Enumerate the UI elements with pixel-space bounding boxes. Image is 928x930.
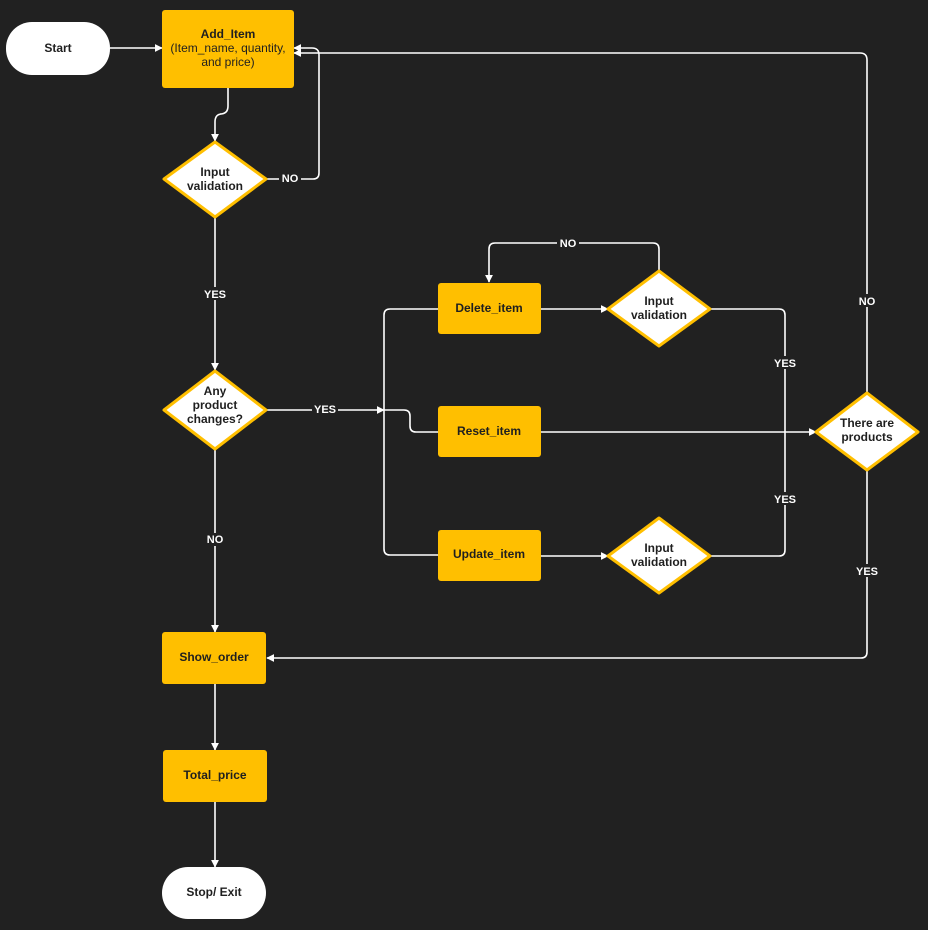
add-item-detail-1: (Item_name, quantity, xyxy=(170,41,285,55)
edge-validation1-no-loop xyxy=(266,44,320,180)
changes-line-2: product xyxy=(193,398,238,412)
reset-item-node[interactable]: Reset_item xyxy=(438,406,541,457)
edge-labels: NO YES YES NO NO YES YES NO YES xyxy=(202,172,881,578)
total-price-node[interactable]: Total_price xyxy=(163,750,267,802)
add-item-detail-2: and price) xyxy=(201,55,254,69)
show-order-label: Show_order xyxy=(179,650,249,664)
show-order-node[interactable]: Show_order xyxy=(162,632,266,684)
validation-1-line-2: validation xyxy=(187,179,243,193)
edge-add-item-to-validation1 xyxy=(211,88,229,142)
label-validation2-no: NO xyxy=(560,238,577,250)
reset-item-label: Reset_item xyxy=(457,424,521,438)
any-product-changes-node[interactable]: Any product changes? xyxy=(162,369,268,451)
changes-line-1: Any xyxy=(204,384,227,398)
label-products-no: NO xyxy=(859,296,876,308)
label-validation1-no: NO xyxy=(282,173,299,185)
update-item-node[interactable]: Update_item xyxy=(438,530,541,581)
label-products-yes: YES xyxy=(856,566,878,578)
update-item-label: Update_item xyxy=(453,547,525,561)
validation-2-line-1: Input xyxy=(644,294,673,308)
products-line-2: products xyxy=(841,430,893,444)
edges xyxy=(110,44,868,868)
there-are-products-node[interactable]: There are products xyxy=(814,391,920,472)
label-validation3-yes: YES xyxy=(774,494,796,506)
edge-branch-to-reset xyxy=(384,409,438,433)
edge-validation3-yes xyxy=(710,432,786,557)
add-item-title: Add_Item xyxy=(201,27,256,41)
nodes: Start Add_Item (Item_name, quantity, and… xyxy=(6,10,920,919)
edge-validation2-yes xyxy=(710,308,786,432)
delete-item-node[interactable]: Delete_item xyxy=(438,283,541,334)
validation-3-line-2: validation xyxy=(631,555,687,569)
products-line-1: There are xyxy=(840,416,894,430)
start-label: Start xyxy=(44,41,71,55)
stop-node[interactable]: Stop/ Exit xyxy=(162,867,266,919)
validation-2-line-2: validation xyxy=(631,308,687,322)
start-node[interactable]: Start xyxy=(6,22,110,75)
label-validation2-yes: YES xyxy=(774,358,796,370)
label-validation1-yes: YES xyxy=(204,289,226,301)
input-validation-3-node[interactable]: Input validation xyxy=(606,516,712,595)
add-item-node[interactable]: Add_Item (Item_name, quantity, and price… xyxy=(162,10,294,88)
label-changes-no: NO xyxy=(207,534,224,546)
edge-products-no xyxy=(293,49,868,393)
stop-label: Stop/ Exit xyxy=(186,885,241,899)
input-validation-2-node[interactable]: Input validation xyxy=(606,269,712,348)
validation-1-line-1: Input xyxy=(200,165,229,179)
label-changes-yes: YES xyxy=(314,404,336,416)
input-validation-1-node[interactable]: Input validation xyxy=(162,140,268,219)
changes-line-3: changes? xyxy=(187,412,243,426)
validation-3-line-1: Input xyxy=(644,541,673,555)
edge-branch-trunk xyxy=(383,308,438,556)
total-price-label: Total_price xyxy=(183,768,246,782)
edge-products-yes xyxy=(266,470,868,662)
delete-item-label: Delete_item xyxy=(455,301,522,315)
